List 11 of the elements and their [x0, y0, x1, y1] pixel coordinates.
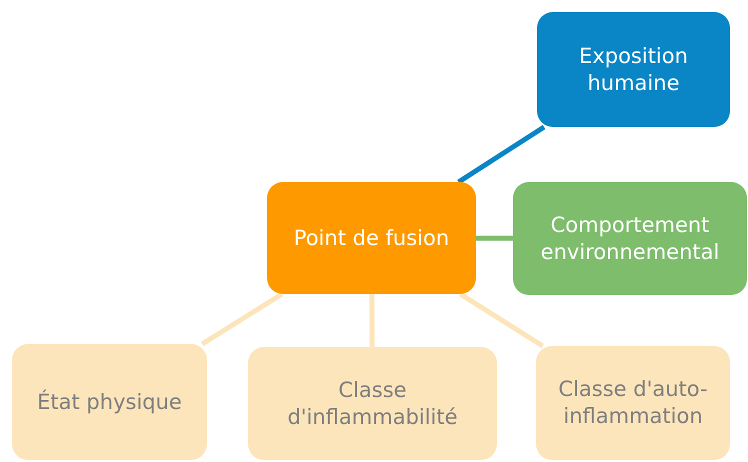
topic-box: Classe d'auto-inflammation	[536, 346, 730, 460]
connector-line	[369, 294, 375, 348]
topic-box: Point de fusion	[267, 182, 476, 294]
topic-box: Exposition humaine	[537, 12, 730, 127]
connector-line	[476, 236, 513, 241]
connector-line	[458, 292, 544, 348]
connector-line	[457, 124, 546, 184]
connector-line	[200, 292, 284, 346]
topic-box: Classe d'inflammabilité	[248, 347, 497, 460]
topic-box: Comportement environnemental	[513, 182, 747, 295]
topic-box: État physique	[12, 344, 207, 460]
